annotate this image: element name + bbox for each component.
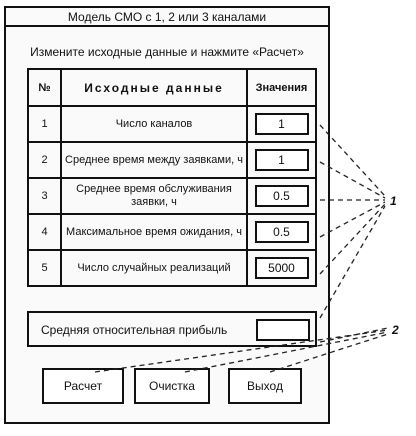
table-row: 3 Среднее время обслуживания заявки, ч 0…: [27, 177, 317, 215]
row-label: Среднее время между заявками, ч: [60, 141, 248, 179]
row-num: 4: [27, 213, 62, 251]
leader-line: [269, 333, 389, 373]
header-num: №: [27, 68, 62, 107]
instruction-text: Измените исходные данные и нажмите «Расч…: [30, 45, 304, 59]
table-row: 1 Число каналов 1: [27, 105, 317, 143]
leader-line: [319, 201, 386, 238]
clear-button[interactable]: Очистка: [134, 368, 210, 404]
leader-line: [319, 203, 386, 275]
row-label: Среднее время обслуживания заявки, ч: [60, 177, 248, 215]
header-data: Исходные данные: [60, 68, 248, 107]
max-wait-time-input[interactable]: 0.5: [254, 221, 309, 243]
channels-input[interactable]: 1: [254, 113, 309, 135]
result-label: Средняя относительная прибыль: [41, 323, 228, 337]
service-time-input[interactable]: 0.5: [254, 185, 309, 207]
leader-line: [94, 329, 389, 373]
realizations-input[interactable]: 5000: [254, 257, 309, 279]
header-values: Значения: [246, 68, 317, 107]
callout-inputs: 1: [390, 194, 397, 208]
callout-outputs: 2: [392, 323, 399, 337]
leader-line: [319, 161, 386, 199]
row-label: Максимальное время ожидания, ч: [60, 213, 248, 251]
row-num: 5: [27, 249, 62, 287]
leader-line: [319, 327, 389, 343]
leader-line: [319, 205, 386, 319]
row-label: Число каналов: [60, 105, 248, 143]
calculate-button[interactable]: Расчет: [42, 368, 124, 404]
table-row: 4 Максимальное время ожидания, ч 0.5: [27, 213, 317, 251]
table-header-row: № Исходные данные Значения: [27, 68, 317, 107]
leader-line: [319, 124, 386, 197]
result-output: [256, 319, 310, 341]
row-num: 1: [27, 105, 62, 143]
input-table: № Исходные данные Значения 1 Число канал…: [27, 68, 317, 287]
row-label: Число случайных реализаций: [60, 249, 248, 287]
row-num: 3: [27, 177, 62, 215]
table-row: 2 Среднее время между заявками, ч 1: [27, 141, 317, 179]
interarrival-time-input[interactable]: 1: [254, 149, 309, 171]
window-title: Модель СМО с 1, 2 или 3 каналами: [6, 8, 328, 27]
exit-button[interactable]: Выход: [228, 368, 302, 404]
row-num: 2: [27, 141, 62, 179]
table-row: 5 Число случайных реализаций 5000: [27, 249, 317, 287]
leader-line: [184, 331, 389, 373]
result-row: Средняя относительная прибыль: [27, 311, 317, 347]
